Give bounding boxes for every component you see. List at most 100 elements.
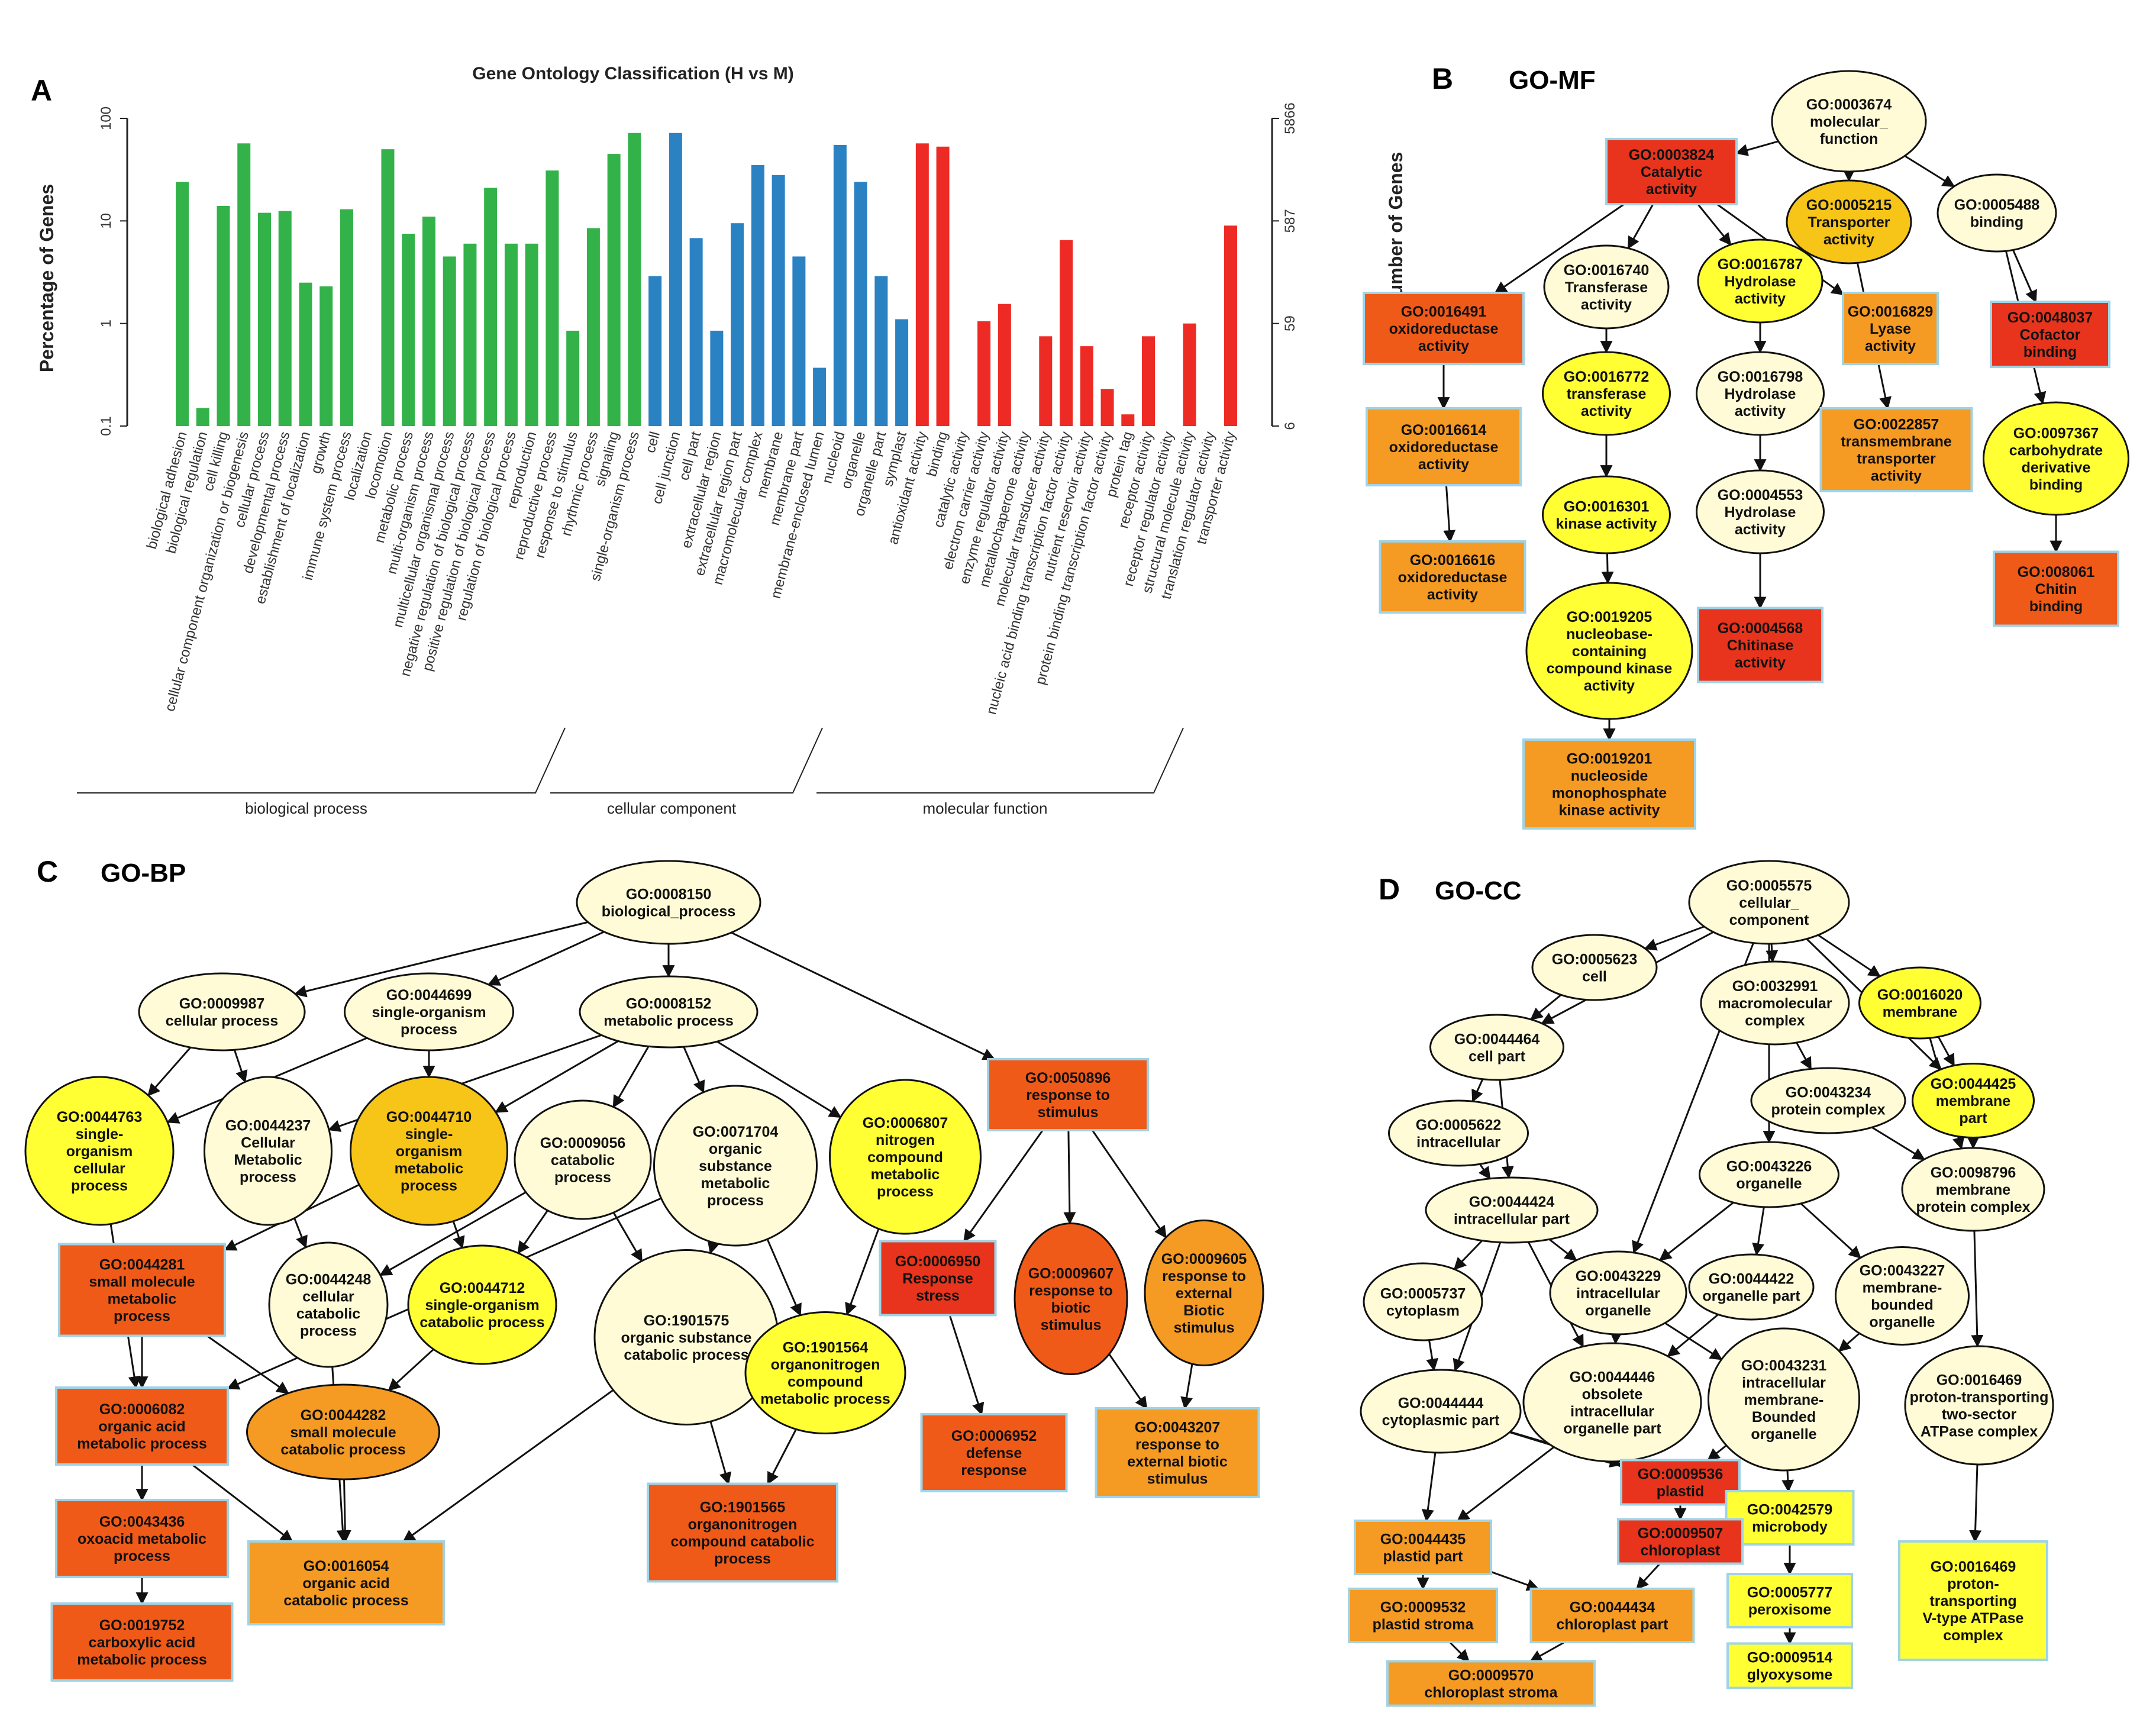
cc-node-label: two-sector — [1942, 1407, 2017, 1423]
mf-node-label: GO:0016740 — [1564, 262, 1650, 279]
bp-node-label: GO:0044281 — [99, 1257, 185, 1273]
bar — [874, 276, 888, 426]
mf-node-label: GO:0016301 — [1564, 499, 1650, 515]
mf-node-label: nucleobase- — [1566, 626, 1652, 643]
mf-node-label: nucleoside — [1571, 768, 1648, 785]
y-tick-label: 0.1 — [98, 416, 114, 436]
panel-c-letter: C — [37, 855, 58, 888]
cc-node-label: macromolecular — [1718, 995, 1832, 1012]
cc-edge — [1871, 1126, 1926, 1160]
mf-node-label: activity — [1584, 678, 1635, 694]
bp-node-label: GO:0044282 — [301, 1407, 386, 1424]
cc-node-shape — [1617, 1518, 1744, 1565]
panel-d: D GO-CC GO:0005575cellular_componentGO:0… — [1348, 860, 2054, 1707]
cc-node-shape — [1522, 1342, 1702, 1463]
bp-node-label: external — [1176, 1285, 1232, 1302]
cc-edge — [1937, 1036, 1955, 1067]
mf-node-label: binding — [1970, 214, 2023, 231]
bp-node-label: process — [554, 1169, 611, 1186]
bar — [669, 133, 682, 426]
bar — [1039, 336, 1053, 426]
bp-node-label: catabolic process — [283, 1592, 408, 1609]
cc-node-shape — [1725, 1490, 1855, 1546]
panel-b: B GO-MF GO:0003674molecular_functionGO:0… — [1363, 62, 2129, 830]
mf-node-label: GO:0003674 — [1806, 96, 1892, 113]
bp-edge — [191, 1463, 293, 1543]
bp-node-shape — [58, 1243, 226, 1337]
bar — [299, 282, 312, 426]
cc-node-label: organelle — [1585, 1302, 1651, 1319]
mf-node-label: activity — [1871, 468, 1922, 485]
mf-nodes: GO:0003674molecular_functionGO:0003824Ca… — [1363, 70, 2129, 830]
cc-node-label: organelle part — [1702, 1288, 1800, 1305]
bar — [463, 243, 477, 426]
mf-node-label: carbohydrate — [2009, 443, 2103, 459]
cc-node-label: complex — [1943, 1627, 2003, 1644]
bar — [546, 170, 559, 426]
bp-node-label: catabolic — [296, 1306, 360, 1323]
panel-a-letter: A — [31, 74, 52, 107]
bp-node-label: biotic — [1051, 1300, 1091, 1317]
bar — [402, 233, 415, 426]
y2-tick-label: 6 — [1282, 422, 1298, 430]
mf-node-shape — [1819, 407, 1973, 492]
cc-node-label: GO:0042579 — [1747, 1502, 1833, 1518]
bp-node-label: response to — [1029, 1283, 1113, 1299]
bp-edge — [452, 1221, 465, 1249]
cc-node-label: protein complex — [1771, 1102, 1885, 1118]
cc-node-shape — [1700, 960, 1850, 1046]
mf-node-shape — [1697, 238, 1823, 324]
cc-node-label: GO:0043231 — [1741, 1357, 1827, 1374]
mf-node-label: activity — [1865, 338, 1916, 354]
cc-node-label: GO:0009570 — [1448, 1667, 1534, 1684]
cc-edge — [1971, 1230, 1984, 1348]
bar — [792, 256, 806, 426]
bp-node-label: stimulus — [1038, 1104, 1099, 1121]
bp-node-label: process — [877, 1183, 934, 1200]
group-label: cellular component — [607, 799, 737, 817]
cc-node-shape — [1726, 1642, 1853, 1689]
cc-node-label: GO:0016469 — [1931, 1559, 2016, 1575]
cc-node-label: component — [1729, 912, 1809, 928]
mf-node-label: Hydrolase — [1725, 273, 1796, 290]
bp-node-label: organism — [66, 1143, 133, 1160]
mf-node-label: binding — [2029, 598, 2083, 615]
bp-node-label: response to — [1135, 1437, 1219, 1453]
cc-node-label: cell part — [1468, 1049, 1526, 1065]
bp-node-label: compound — [787, 1374, 863, 1391]
bp-node-label: metabolic process — [77, 1652, 207, 1668]
panel-b-title: GO-MF — [1509, 66, 1596, 95]
mf-node-shape — [1366, 407, 1522, 486]
cc-edge — [1529, 1641, 1566, 1662]
y-tick-label: 1 — [98, 320, 114, 327]
mf-edge — [1494, 203, 1625, 294]
cc-node-shape — [1708, 1327, 1860, 1472]
bp-node-label: stimulus — [1041, 1317, 1102, 1334]
mf-node-label: GO:0019205 — [1567, 609, 1652, 625]
cc-node-shape — [1529, 1588, 1695, 1643]
bp-node-label: metabolic process — [760, 1391, 890, 1408]
category-label: cell — [643, 430, 663, 455]
mf-edge — [1904, 155, 1955, 188]
mf-node-label: Chitinase — [1727, 637, 1794, 654]
mf-node-label: activity — [1735, 403, 1786, 420]
cc-node-label: proton- — [1947, 1576, 1999, 1592]
cc-edge — [1530, 994, 1562, 1021]
bp-node-label: single- — [405, 1126, 453, 1143]
mf-node-shape — [1696, 351, 1825, 436]
bp-node-label: process — [714, 1551, 771, 1567]
mf-edge — [1601, 553, 1614, 585]
